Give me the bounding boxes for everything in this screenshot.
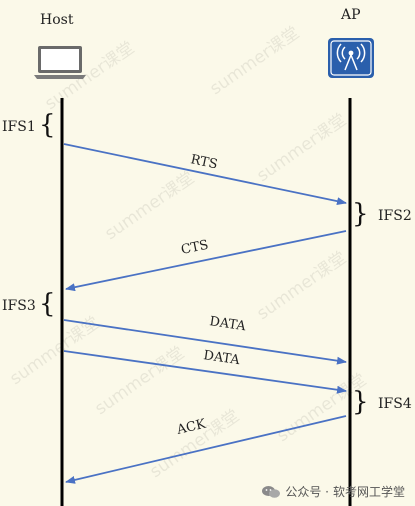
watermark: summer课堂: [253, 248, 350, 324]
ifs2-label: IFS2: [378, 208, 412, 224]
watermark: summer课堂: [253, 110, 350, 186]
watermark: summer课堂: [91, 343, 188, 419]
ifs2-brace: }: [352, 199, 369, 229]
data2-label: DATA: [202, 348, 241, 368]
ifs3-brace: {: [39, 289, 56, 319]
rts-label: RTS: [189, 152, 219, 172]
ack-arrow: [65, 415, 347, 484]
ifs4-brace: }: [352, 387, 369, 417]
ifs1-label: IFS1: [2, 119, 36, 135]
data1-arrow: [63, 319, 347, 365]
footer-separator: 公众号 ·: [285, 485, 329, 499]
footer-attribution: 公众号 · 软考网工学堂: [261, 483, 405, 500]
ack-label: ACK: [175, 417, 208, 438]
data1-label: DATA: [208, 314, 247, 334]
ifs4-label: IFS4: [378, 396, 412, 412]
host-label: Host: [40, 12, 74, 28]
wireless-access-point-icon: [328, 38, 374, 78]
cts-label: CTS: [180, 238, 210, 258]
footer-account: 软考网工学堂: [332, 485, 405, 499]
cts-arrow: [65, 230, 347, 292]
rts-arrow: [63, 143, 347, 206]
ifs3-label: IFS3: [2, 298, 36, 314]
ifs1-brace: {: [39, 110, 56, 140]
wechat-icon: [262, 485, 281, 498]
watermark: summer课堂: [101, 168, 198, 244]
watermark: summer课堂: [206, 23, 303, 99]
laptop-icon: [34, 46, 86, 79]
data2-arrow: [63, 350, 347, 394]
ap-label: AP: [340, 7, 361, 23]
